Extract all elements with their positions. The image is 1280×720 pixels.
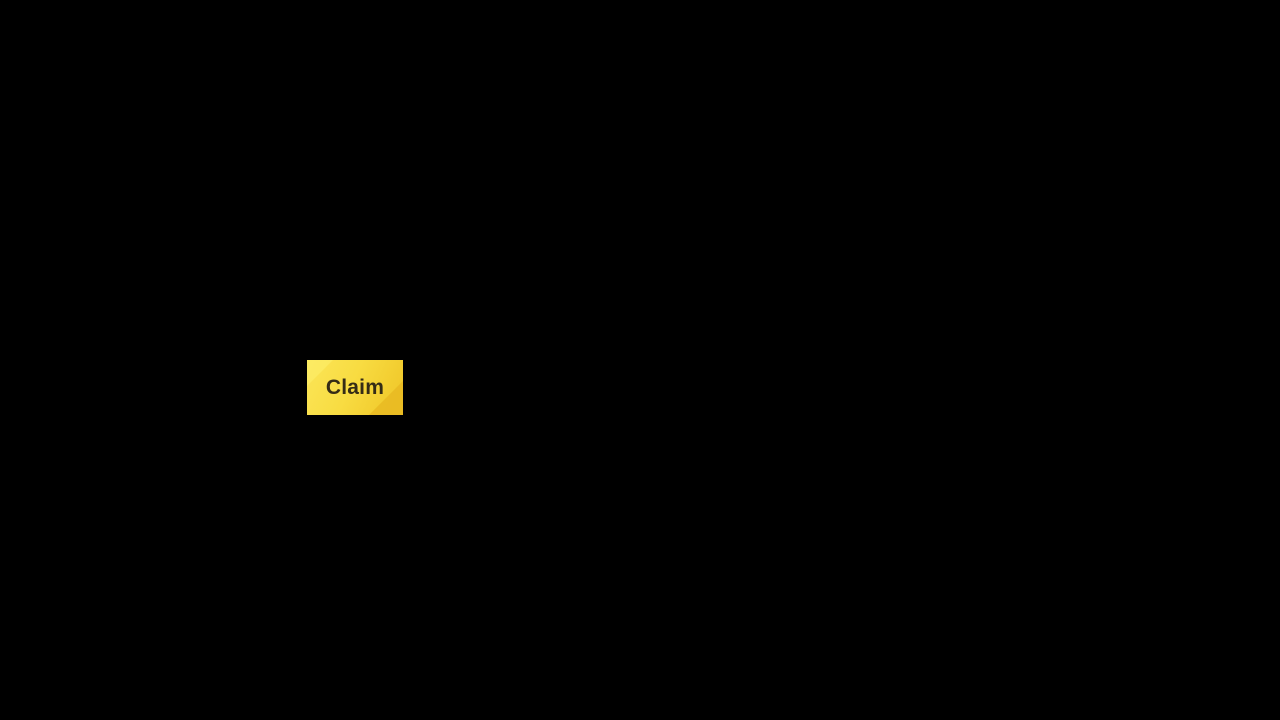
claim-button[interactable]: Claim bbox=[307, 360, 403, 415]
claim-button-label: Claim bbox=[325, 376, 385, 399]
